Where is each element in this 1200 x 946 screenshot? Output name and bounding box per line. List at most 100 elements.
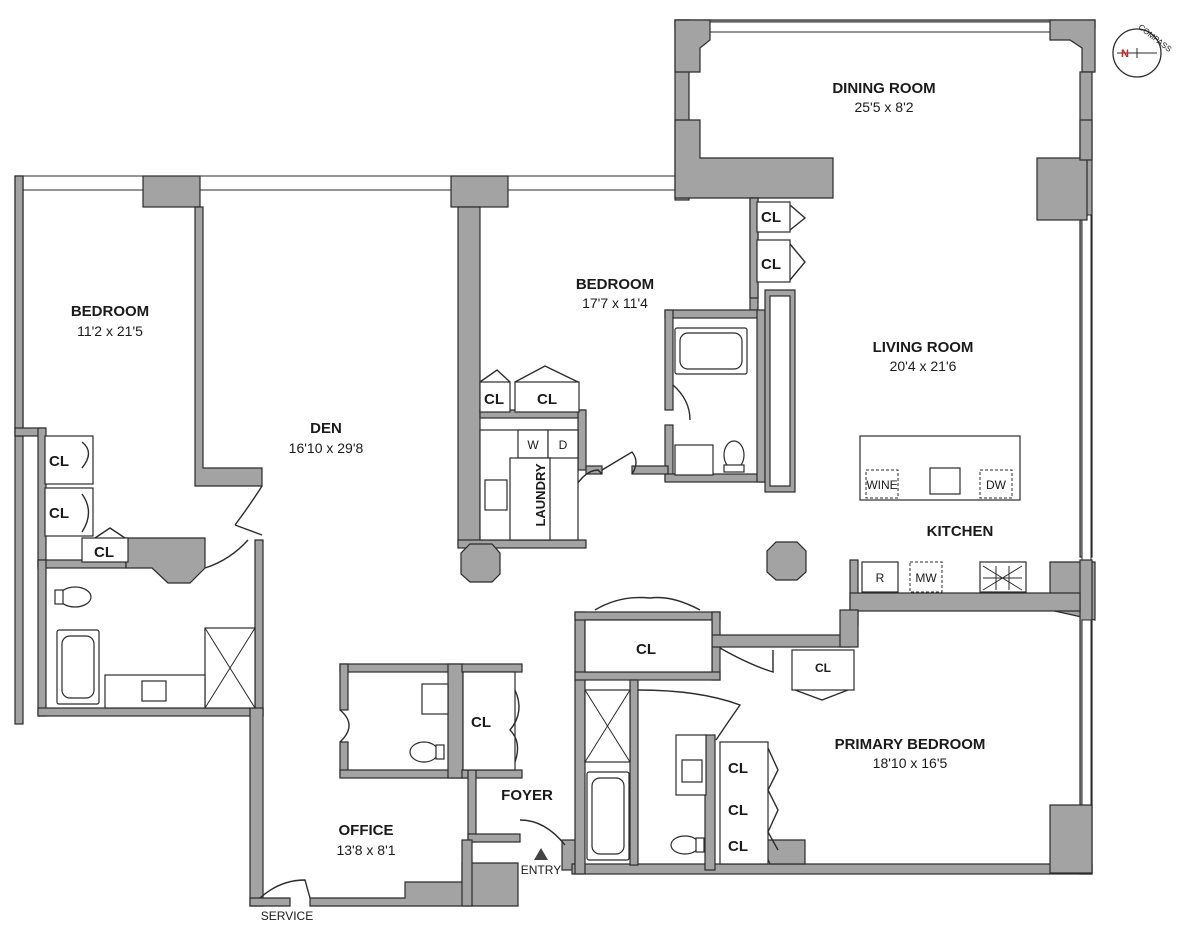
room-name-den: DEN [310, 420, 342, 437]
column-dining-nw [674, 19, 711, 73]
wall-primary-north [711, 634, 851, 648]
door-bath-west [204, 539, 249, 569]
service-label: SERVICE [261, 909, 313, 923]
wall-foyer-west [467, 769, 477, 843]
wall-office-bath-east [447, 663, 464, 779]
sink-primary [681, 759, 703, 783]
closet-label: CL [636, 641, 656, 658]
toilet-primary [670, 835, 700, 855]
door-primary-bath [637, 689, 742, 741]
door-cl-west-1 [81, 441, 90, 469]
column-dining-e [1079, 119, 1093, 161]
east-window-lower [1081, 619, 1092, 806]
kitchen-sink [929, 467, 961, 495]
dryer-label: D [559, 438, 568, 452]
interior-walls [339, 197, 1081, 907]
column-n [450, 175, 509, 208]
compass-north: N [1121, 48, 1129, 60]
wall-primary-bath-west [574, 611, 586, 875]
entry-arrow-icon [534, 848, 548, 860]
wall-bedroom-door-stub [631, 465, 669, 475]
column-west-bath [125, 537, 206, 584]
dryer [547, 429, 579, 459]
bathtub-primary-basin [591, 777, 625, 855]
door-cl-center-2 [514, 365, 579, 383]
room-name-bedroom-west: BEDROOM [71, 303, 149, 320]
wall-bath-center-top [664, 309, 759, 319]
wall-corridor-west [249, 707, 264, 907]
closet-label: CL [94, 544, 114, 561]
closet-label: CL [761, 209, 781, 226]
sink-center [674, 444, 714, 476]
column-primary-se [1049, 804, 1093, 874]
room-dims-den: 16'10 x 29'8 [289, 440, 364, 456]
toilet-primary-tank [695, 837, 705, 853]
room-dims-bedroom-center: 17'7 x 11'4 [582, 295, 648, 311]
closet-bedroom-center-1 [479, 381, 511, 413]
closet-west-3 [81, 537, 129, 563]
wall-laundry-east [577, 409, 587, 471]
column-octagon-living [766, 541, 807, 581]
closet-label: CL [728, 802, 748, 819]
appliance-labels: W D WINE DW R MW ENTRY SERVICE [261, 438, 1007, 923]
microwave-label: MW [915, 571, 937, 585]
door-office-bath [339, 709, 350, 743]
wall-bedroom-center-west [457, 206, 481, 548]
wall-primary-south [571, 863, 1093, 875]
closet-label: CL [815, 661, 831, 675]
closet-labels: CL CL CL CL CL CL CL CL CL CL CL CL CL [49, 209, 831, 855]
compass: N COMPASS [1112, 23, 1173, 78]
wall-bath-south [37, 707, 264, 717]
dining-north-window [689, 21, 1051, 33]
wall-shower-east [629, 679, 639, 866]
column-nw [142, 175, 201, 208]
refrigerator-label: R [876, 571, 885, 585]
door-cl-primary-small [794, 689, 849, 701]
wall-office-bath-north [339, 663, 461, 673]
shower-west-x [204, 627, 256, 709]
room-dims-bedroom-west: 11'2 x 21'5 [77, 323, 143, 339]
door-cl-west-2 [81, 493, 90, 533]
closet-label: CL [728, 838, 748, 855]
room-name-laundry: LAUNDRY [533, 463, 548, 526]
door-office-cl [509, 689, 520, 763]
washer-label: W [527, 438, 539, 452]
wall-kitchen-south [849, 592, 1081, 612]
room-labels: DINING ROOM 25'5 x 8'2 BEDROOM 11'2 x 21… [71, 80, 994, 858]
sink-office [421, 683, 449, 715]
closet-label: CL [761, 256, 781, 273]
wall-service-south [249, 897, 291, 907]
room-name-kitchen: KITCHEN [927, 523, 994, 540]
wall-office-bath-west-upper [339, 663, 349, 711]
room-name-office: OFFICE [339, 822, 394, 839]
room-name-living: LIVING ROOM [873, 339, 974, 356]
door-bath-center [672, 384, 691, 421]
closet-bedroom-center-2 [514, 381, 580, 413]
entry-label: ENTRY [521, 863, 561, 877]
door-cl-living-2 [789, 243, 806, 281]
closet-office [462, 671, 516, 771]
bathtub-west-basin [61, 635, 95, 699]
column-dining-se [1036, 157, 1088, 221]
den-west-wall [194, 206, 263, 487]
room-name-foyer: FOYER [501, 787, 553, 804]
room-dims-dining: 25'5 x 8'2 [854, 99, 913, 115]
laundry-counter [509, 457, 551, 541]
columns [460, 541, 807, 583]
chase-interior [769, 295, 791, 487]
microwave [909, 561, 943, 593]
refrigerator [861, 561, 899, 593]
room-name-bedroom-center: BEDROOM [576, 276, 654, 293]
fixtures [54, 327, 1027, 861]
door-cl-primary-stack [767, 747, 779, 851]
bathtub-center-basin [679, 332, 743, 370]
room-dims-primary: 18'10 x 16'5 [873, 755, 948, 771]
east-window [1081, 214, 1092, 561]
wine-fridge [865, 469, 899, 499]
dishwasher [979, 469, 1013, 499]
door-cl-west-3 [94, 527, 126, 539]
wine-label: WINE [866, 478, 897, 492]
wall-office-south [309, 862, 519, 907]
